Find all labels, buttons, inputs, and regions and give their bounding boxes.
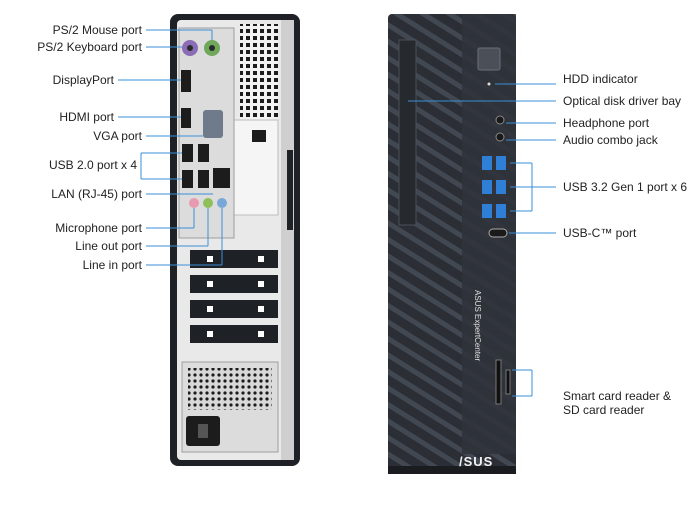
label-optical-disk-bay: Optical disk driver bay — [563, 94, 682, 108]
label-line-in-port: Line in port — [82, 258, 142, 272]
left-leader-lines — [118, 29, 223, 266]
power-button-icon[interactable] — [477, 47, 501, 71]
expansion-slots — [190, 250, 278, 343]
label-displayport: DisplayPort — [52, 73, 114, 87]
displayport-icon — [181, 70, 191, 92]
smart-card-slot-icon — [495, 359, 502, 405]
label-lan-port: LAN (RJ-45) port — [51, 187, 142, 201]
line-out-port-icon — [203, 198, 213, 208]
label-usb2-ports: USB 2.0 port x 4 — [48, 158, 137, 172]
optical-bay — [398, 39, 417, 226]
label-headphone-port: Headphone port — [563, 116, 650, 130]
vga-port-icon — [203, 110, 223, 138]
label-smart-card-reader: Smart card reader & — [563, 389, 672, 403]
usb3-ports — [482, 156, 506, 218]
headphone-port-icon — [495, 115, 505, 125]
label-hdd-indicator: HDD indicator — [563, 72, 638, 86]
label-ps2-keyboard-port: PS/2 Keyboard port — [37, 40, 142, 54]
label-ps2-mouse-port: PS/2 Mouse port — [52, 23, 142, 37]
back-panel-view — [170, 14, 300, 466]
label-sd-card-reader: SD card reader — [563, 403, 645, 417]
audio-combo-jack-icon — [495, 132, 505, 142]
label-line-out-port: Line out port — [75, 239, 142, 253]
asus-logo: /SUS — [459, 454, 493, 469]
label-microphone-port: Microphone port — [55, 221, 142, 235]
label-hdmi-port: HDMI port — [59, 110, 114, 124]
label-vga-port: VGA port — [93, 129, 142, 143]
hdmi-port-icon — [181, 108, 191, 128]
usb-c-port-icon — [488, 228, 508, 238]
sd-card-slot-icon — [505, 369, 511, 395]
label-usb-c-port: USB-C™ port — [563, 226, 637, 240]
brand-vertical-text: ASUS ExpertCenter — [473, 290, 482, 361]
label-usb3-ports: USB 3.2 Gen 1 port x 6 — [563, 180, 688, 194]
lan-port-icon — [213, 168, 230, 188]
front-panel-view: ASUS ExpertCenter /SUS — [388, 14, 516, 474]
line-in-port-icon — [217, 198, 227, 208]
hdd-indicator-icon — [487, 82, 491, 86]
label-audio-combo-jack: Audio combo jack — [563, 133, 658, 147]
microphone-port-icon — [189, 198, 199, 208]
right-leader-lines — [408, 83, 556, 397]
usb2-port-icon — [182, 144, 193, 162]
